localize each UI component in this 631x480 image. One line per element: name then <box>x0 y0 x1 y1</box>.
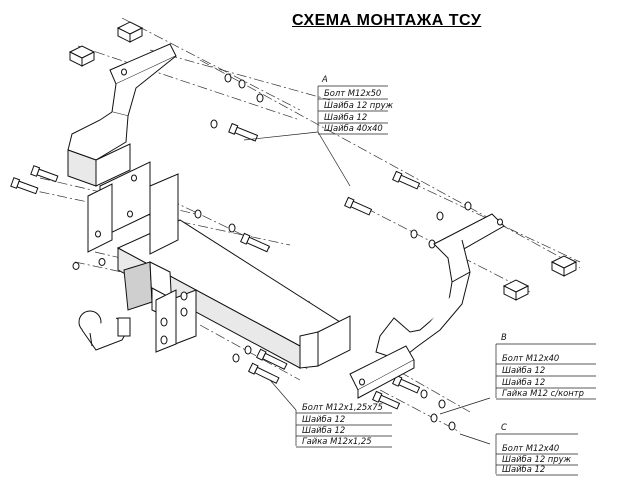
label-group-b: B Болт М12х40 Шайба 12 Шайба 12 Гайка М1… <box>495 332 596 400</box>
main-item-2: Шайба 12 <box>302 414 345 424</box>
main-item-1: Болт М12х1,25х75 <box>302 402 383 412</box>
group-b-item-3: Шайба 12 <box>502 377 545 387</box>
diagram-title: СХЕМА МОНТАЖА ТСУ <box>292 12 482 29</box>
leader-lines <box>243 131 491 445</box>
right-bracket <box>349 213 505 399</box>
group-b-item-4: Гайка М12 с/контр <box>502 388 584 398</box>
group-b-item-2: Шайба 12 <box>502 365 545 375</box>
main-item-3: Шайба 12 <box>302 425 345 435</box>
square-washers <box>68 21 578 301</box>
left-bracket <box>67 43 177 253</box>
label-group-c: C Болт М12х40 Шайба 12 пруж Шайба 12 <box>495 422 578 476</box>
group-a-item-1: Болт М12х50 <box>324 88 381 98</box>
center-lines <box>21 17 581 433</box>
group-a-item-3: Шайба 12 <box>324 112 367 122</box>
group-a-item-4: Шайба 40х40 <box>324 123 383 133</box>
group-a-letter: A <box>321 74 328 84</box>
group-a-item-2: Шайба 12 пруж <box>324 100 394 110</box>
group-b-letter: B <box>501 332 507 342</box>
bolts <box>10 122 421 410</box>
tow-ball-assembly <box>78 261 197 353</box>
main-item-4: Гайка М12х1,25 <box>302 436 372 446</box>
group-c-letter: C <box>501 422 507 432</box>
group-c-item-2: Шайба 12 пруж <box>502 454 572 464</box>
label-group-main: Болт М12х1,25х75 Шайба 12 Шайба 12 Гайка… <box>295 402 392 448</box>
group-b-item-1: Болт М12х40 <box>502 353 559 363</box>
group-c-item-3: Шайба 12 <box>502 464 545 474</box>
group-c-item-1: Болт М12х40 <box>502 443 559 453</box>
label-group-a: A Болт М12х50 Шайба 12 пруж Шайба 12 Шай… <box>317 74 394 135</box>
